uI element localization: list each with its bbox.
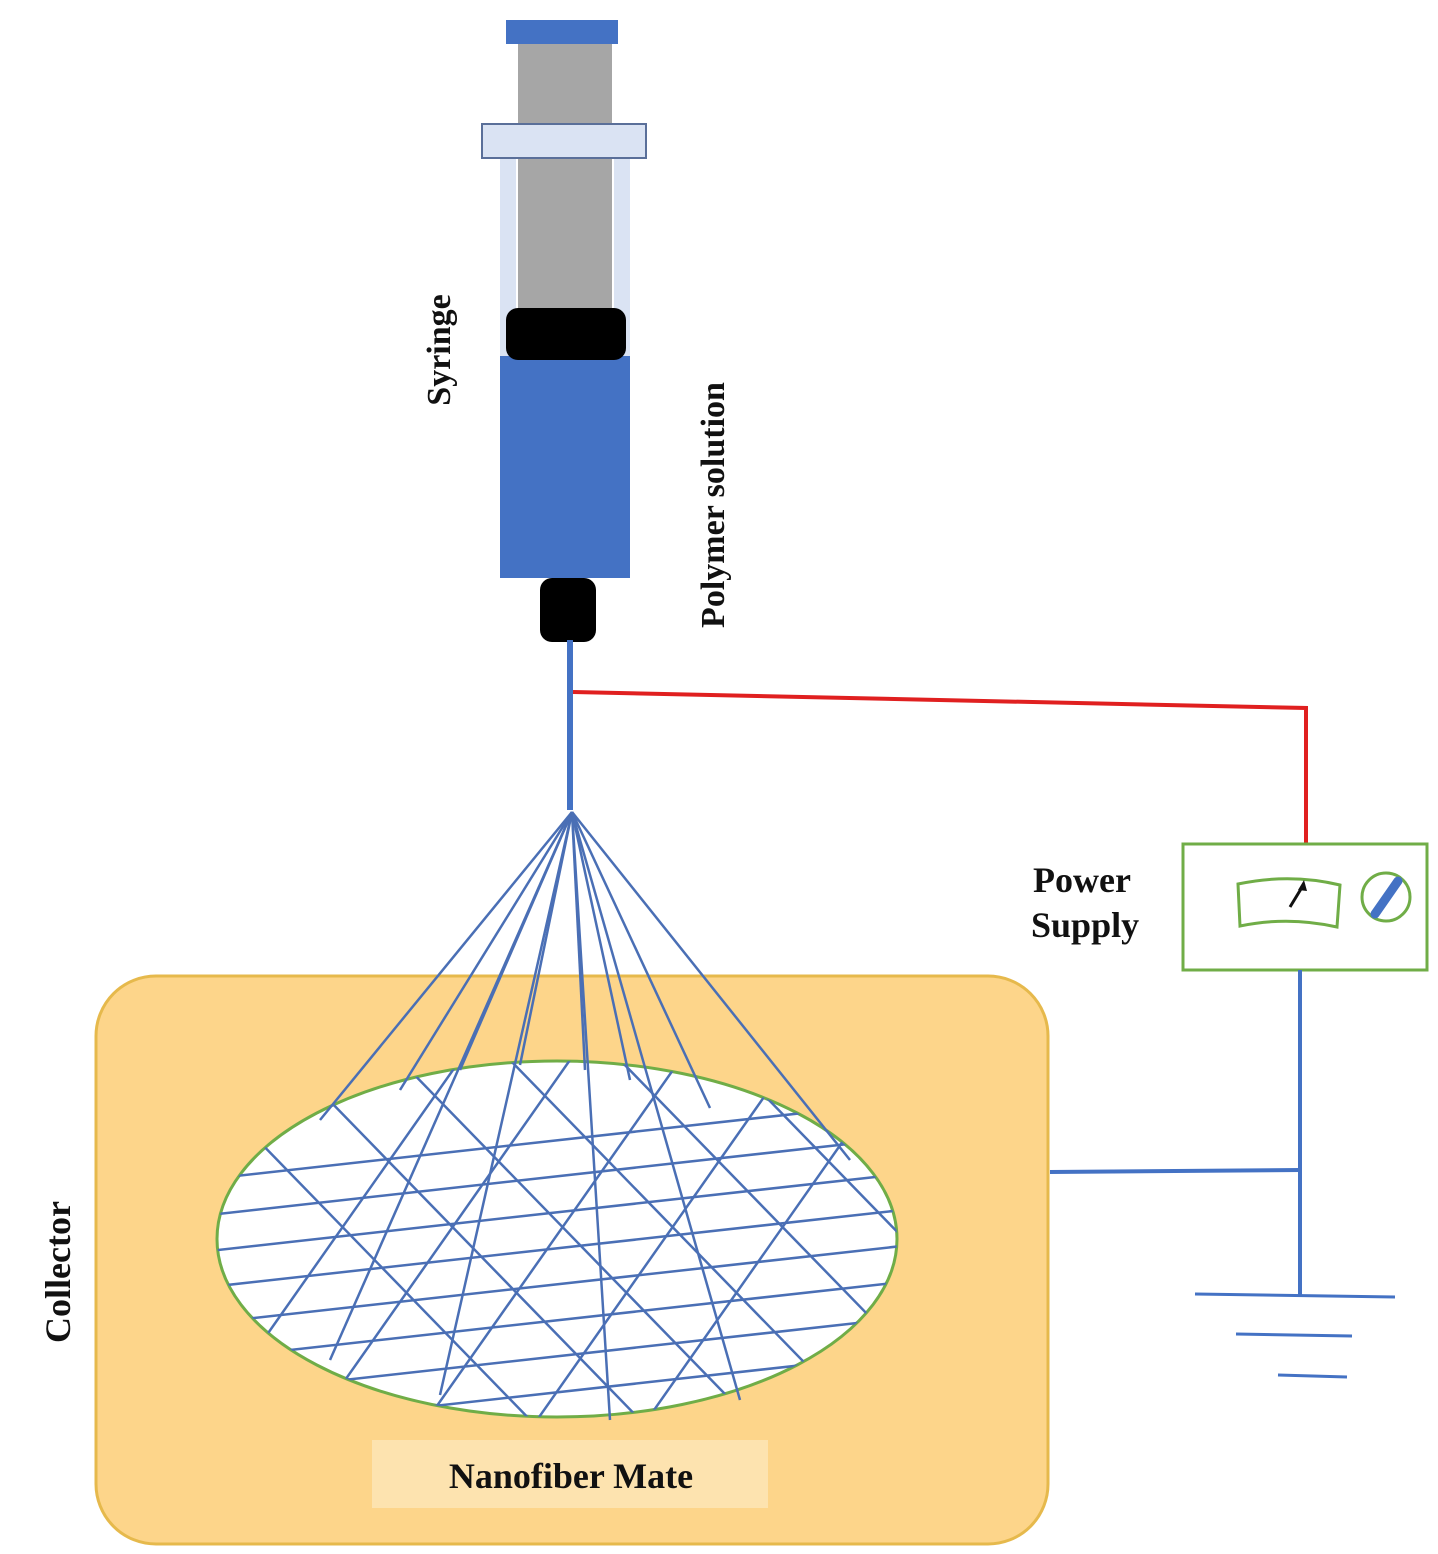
mesh-fiber — [217, 1278, 897, 1362]
analog-meter-icon — [1236, 877, 1342, 929]
voltage-knob-icon — [1360, 871, 1412, 923]
power-supply-label-line2: Supply — [1031, 905, 1139, 945]
mesh-fiber — [528, 1061, 792, 1417]
barrel-left-wall — [500, 158, 516, 358]
fiber-jet — [571, 811, 851, 1161]
plunger-stopper — [506, 308, 626, 360]
mesh-fiber — [308, 1061, 572, 1417]
mesh-fiber — [217, 1242, 897, 1326]
mesh-fiber — [399, 1061, 761, 1417]
polymer-solution-reservoir — [500, 356, 630, 578]
high-voltage-wire — [572, 690, 1308, 846]
mesh-fiber — [729, 1061, 897, 1417]
mesh-fiber — [217, 1206, 897, 1290]
plunger-cap — [506, 20, 618, 44]
nanofiber-mat-label: Nanofiber Mate — [449, 1456, 693, 1496]
fiber-jet — [398, 811, 574, 1091]
collector-label: Collector — [38, 1201, 78, 1343]
fiber-jet — [570, 811, 612, 1421]
mesh-fiber — [217, 1170, 897, 1254]
mat-label-backdrop — [372, 1440, 768, 1508]
plunger-rod — [518, 44, 612, 314]
mesh-fiber — [619, 1061, 897, 1417]
fiber-jet — [438, 811, 574, 1396]
ground-symbol-icon — [1194, 1292, 1396, 1379]
fiber-jet — [570, 811, 632, 1081]
barrel-right-wall — [614, 158, 630, 358]
fiber-jets — [319, 811, 851, 1421]
nozzle — [540, 578, 596, 642]
polymer-solution-label: Polymer solution — [695, 382, 732, 628]
fiber-jet — [319, 811, 573, 1121]
mesh-fiber — [289, 1061, 651, 1417]
fiber-jet — [328, 811, 574, 1361]
finger-flange — [481, 123, 647, 159]
power-supply-label-line1: Power — [1033, 860, 1131, 900]
mesh-fiber — [418, 1061, 682, 1417]
syringe-label: Syringe — [421, 294, 458, 405]
fiber-jet — [570, 811, 742, 1401]
collector-ground-link — [1049, 1168, 1301, 1174]
fiber-jet — [570, 811, 712, 1109]
